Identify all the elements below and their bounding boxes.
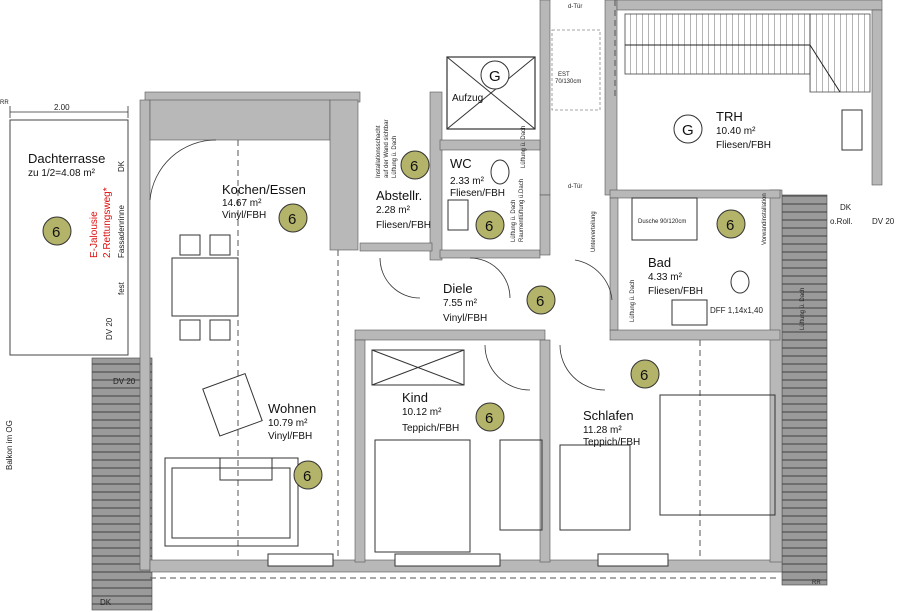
kochen-floor: Vinyl/FBH xyxy=(222,210,266,221)
kind-floor: Teppich/FBH xyxy=(402,423,459,434)
svg-text:6: 6 xyxy=(640,367,648,384)
svg-text:6: 6 xyxy=(288,211,296,228)
marker-aufzug: G xyxy=(480,60,510,90)
rettungsweg-label: 2.Rettungsweg* xyxy=(102,187,113,258)
dff-label: DFF 1,14x1,40 xyxy=(710,306,763,315)
marker-kind: 6 xyxy=(475,402,505,432)
dk-left-label: DK xyxy=(117,160,126,172)
svg-text:6: 6 xyxy=(536,293,544,310)
marker-dachterrasse: 6 xyxy=(42,216,72,246)
o-roll-label: o.Roll. xyxy=(830,217,853,226)
dv20-right-label: DV 20 xyxy=(872,217,895,226)
d-tuer-top-label: d-Tür xyxy=(568,4,582,10)
roof-slope-right xyxy=(781,194,828,586)
marker-schlafen: 6 xyxy=(630,359,660,389)
est-label: EST xyxy=(558,72,570,78)
kind-area: 10.12 m² xyxy=(402,407,442,418)
wand-hinweis-label: auf der Wand sichtbar xyxy=(384,120,390,178)
raumentlueftung-label: Raumentlüftung ü.Dach xyxy=(519,179,525,242)
elevator xyxy=(446,56,536,130)
balkon-label: Balkon im OG xyxy=(5,420,14,470)
vorwand-label: Vorwandinstallation xyxy=(762,193,768,245)
svg-text:6: 6 xyxy=(52,224,60,241)
wc-name: WC xyxy=(450,156,472,171)
kochen-name: Kochen/Essen xyxy=(222,182,306,197)
diele-area: 7.55 m² xyxy=(443,298,478,309)
est-size-label: 70/130cm xyxy=(555,79,581,85)
marker-kochen: 6 xyxy=(278,203,308,233)
marker-bad: 6 xyxy=(716,209,746,239)
trh-name: TRH xyxy=(716,109,743,124)
wohnen-name: Wohnen xyxy=(268,401,316,416)
dv20-bottom-label: DV 20 xyxy=(113,377,136,386)
marker-trh: G xyxy=(673,114,703,144)
e-jalousie-label: E-Jalousie xyxy=(89,211,100,258)
schlafen-furniture xyxy=(559,394,776,531)
bad-floor: Fliesen/FBH xyxy=(648,286,703,297)
svg-text:6: 6 xyxy=(726,217,734,234)
fest-label: fest xyxy=(117,281,126,295)
schlafen-name: Schlafen xyxy=(583,408,634,423)
rr-top-label: RR xyxy=(0,100,9,106)
wohnen-floor: Vinyl/FBH xyxy=(268,431,312,442)
bad-name: Bad xyxy=(648,255,671,270)
abstell-area: 2.28 m² xyxy=(376,205,411,216)
dk-right-label: DK xyxy=(840,203,852,212)
svg-text:6: 6 xyxy=(485,410,493,427)
dk-bottom-label: DK xyxy=(100,598,112,607)
schlafen-area: 11.28 m² xyxy=(583,425,622,436)
svg-text:6: 6 xyxy=(410,158,418,175)
door-swings xyxy=(149,139,613,391)
svg-text:G: G xyxy=(682,122,694,139)
dining-table xyxy=(171,234,239,341)
lueftung-label-5: Lüftung ü. Dach xyxy=(800,288,806,330)
lueftung-label-3: Lüftung ü. Dach xyxy=(511,200,517,242)
marker-abstell: 6 xyxy=(400,150,430,180)
lueftung-label-1: Lüftung ü. Dach xyxy=(392,136,398,178)
diele-name: Diele xyxy=(443,281,473,296)
dachterrasse-name: Dachterrasse xyxy=(28,151,105,166)
unterverteilung-label: Unterverteilung xyxy=(591,211,597,252)
staircase xyxy=(624,13,871,93)
walls xyxy=(139,0,883,573)
sofa xyxy=(164,373,299,547)
svg-text:6: 6 xyxy=(485,218,493,235)
wohnen-area: 10.79 m² xyxy=(268,418,308,429)
fassadenrinne-label: Fassadenrinne xyxy=(117,205,126,258)
dusche-label: Dusche 90/120cm xyxy=(638,219,686,225)
aufzug-name: Aufzug xyxy=(452,93,483,104)
lueftung-label-2: Lüftung ü. Dach xyxy=(521,126,527,168)
marker-wohnen: 6 xyxy=(293,460,323,490)
diele-floor: Vinyl/FBH xyxy=(443,313,487,324)
d-tuer-mid-label: d-Tür xyxy=(568,184,582,190)
installation-label: Installationsschacht xyxy=(376,125,382,178)
svg-text:6: 6 xyxy=(303,468,311,485)
rr-bottom-label: RR xyxy=(812,580,821,586)
schlafen-floor: Teppich/FBH xyxy=(583,437,640,448)
dachterrasse-area: zu 1/2=4.08 m² xyxy=(28,168,96,179)
windows xyxy=(267,109,863,567)
trh-floor: Fliesen/FBH xyxy=(716,140,771,151)
kind-name: Kind xyxy=(402,390,428,405)
dv20-vertical-label: DV 20 xyxy=(105,317,114,340)
lueftung-label-4: Lüftung ü. Dach xyxy=(630,280,636,322)
abstell-floor: Fliesen/FBH xyxy=(376,220,431,231)
dimension-text: 2.00 xyxy=(54,103,70,112)
wc-floor: Fliesen/FBH xyxy=(450,188,505,199)
wc-area: 2.33 m² xyxy=(450,176,485,187)
marker-wc: 6 xyxy=(475,210,505,240)
kochen-area: 14.67 m² xyxy=(222,198,262,209)
abstell-name: Abstellr. xyxy=(376,188,422,203)
kind-furniture xyxy=(371,349,543,553)
bad-area: 4.33 m² xyxy=(648,272,683,283)
marker-diele: 6 xyxy=(526,285,556,315)
svg-text:G: G xyxy=(489,68,501,85)
bath-fixtures xyxy=(447,159,750,326)
trh-area: 10.40 m² xyxy=(716,126,756,137)
